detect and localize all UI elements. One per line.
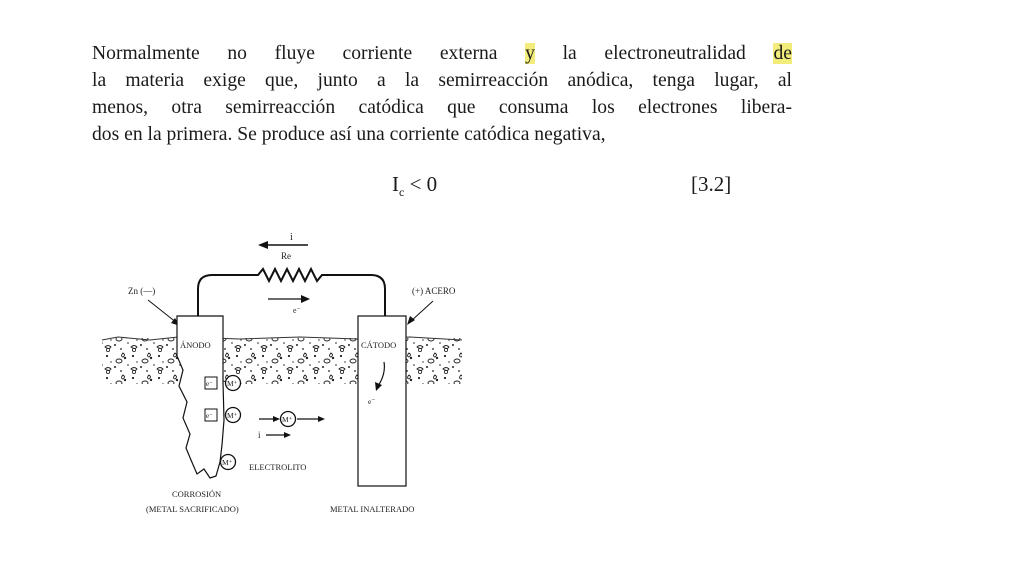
- metal-ion-2: [224, 406, 242, 424]
- steel-pointer: [409, 300, 434, 323]
- text-segment: Normalmente no fluye corriente externa: [92, 43, 526, 64]
- electron-box-2: [204, 408, 218, 422]
- metal-ion-2-label: M⁺: [227, 411, 238, 420]
- electron-box-1-label: e⁻: [206, 380, 213, 388]
- metal-ion-1: [224, 374, 242, 392]
- resistor-label: Re: [281, 251, 291, 261]
- steel-pointer-head: [407, 316, 415, 325]
- electron-box-1: [204, 376, 218, 390]
- external-wire: [197, 266, 386, 332]
- equation-variable: I: [392, 172, 399, 196]
- ion-arrow-right-head: [318, 416, 325, 422]
- electron-wire-label: e⁻: [293, 306, 301, 315]
- paragraph-line-1: Normalmente no fluye corriente externa y…: [92, 40, 792, 67]
- metal-ion-3-label: M⁺: [282, 415, 293, 424]
- cathode-electrode: [357, 315, 407, 487]
- metal-ion-4-label: M⁺: [222, 458, 233, 467]
- highlight-y: y: [525, 43, 535, 64]
- ion-arrow-left-head: [273, 416, 280, 422]
- cathode-electron-label: e⁻: [368, 397, 375, 406]
- current-label-electrolyte: i: [258, 430, 261, 440]
- anode-label: ÁNODO: [180, 340, 211, 350]
- equation-inequality: < 0: [404, 172, 438, 196]
- steel-label: (+) ACERO: [412, 286, 456, 296]
- corrosion-label: CORROSIÓN: [172, 489, 221, 499]
- anode-electrode: [176, 315, 225, 479]
- cathode-electron-arrowhead: [375, 382, 382, 391]
- electron-box-2-label: e⁻: [206, 412, 213, 420]
- paragraph-line-3: menos, otra semirreacción catódica que c…: [92, 97, 792, 118]
- text-segment: la electroneutralidad: [534, 43, 774, 64]
- electrolyte-label: ELECTROLITO: [249, 462, 306, 472]
- zinc-pointer: [147, 299, 178, 324]
- current-label-top: i: [290, 232, 293, 243]
- highlight-de: de: [773, 43, 792, 64]
- cathode-label: CÁTODO: [361, 340, 396, 350]
- metal-ion-1-label: M⁺: [227, 379, 238, 388]
- equation-number: [3.2]: [691, 172, 732, 196]
- paragraph-line-4: dos en la primera. Se produce así una co…: [92, 124, 606, 145]
- current-arrowhead-top: [258, 241, 268, 249]
- soil-band: [102, 338, 462, 384]
- body-paragraph: Normalmente no fluye corriente externa y…: [92, 40, 792, 148]
- sacrificial-metal-label: (METAL SACRIFICADO): [146, 504, 239, 514]
- current-arrowhead-electrolyte: [284, 432, 291, 438]
- electron-flow-arrowhead: [301, 295, 310, 303]
- equation-expression: Ic < 0: [392, 172, 437, 200]
- metal-ion-3: [279, 410, 297, 428]
- paragraph-line-2: la materia exige que, junto a la semirre…: [92, 70, 792, 91]
- equation-subscript: c: [399, 185, 405, 199]
- zinc-label: Zn (—): [128, 286, 155, 296]
- metal-ion-4: [219, 453, 237, 471]
- unaltered-metal-label: METAL INALTERADO: [330, 504, 414, 514]
